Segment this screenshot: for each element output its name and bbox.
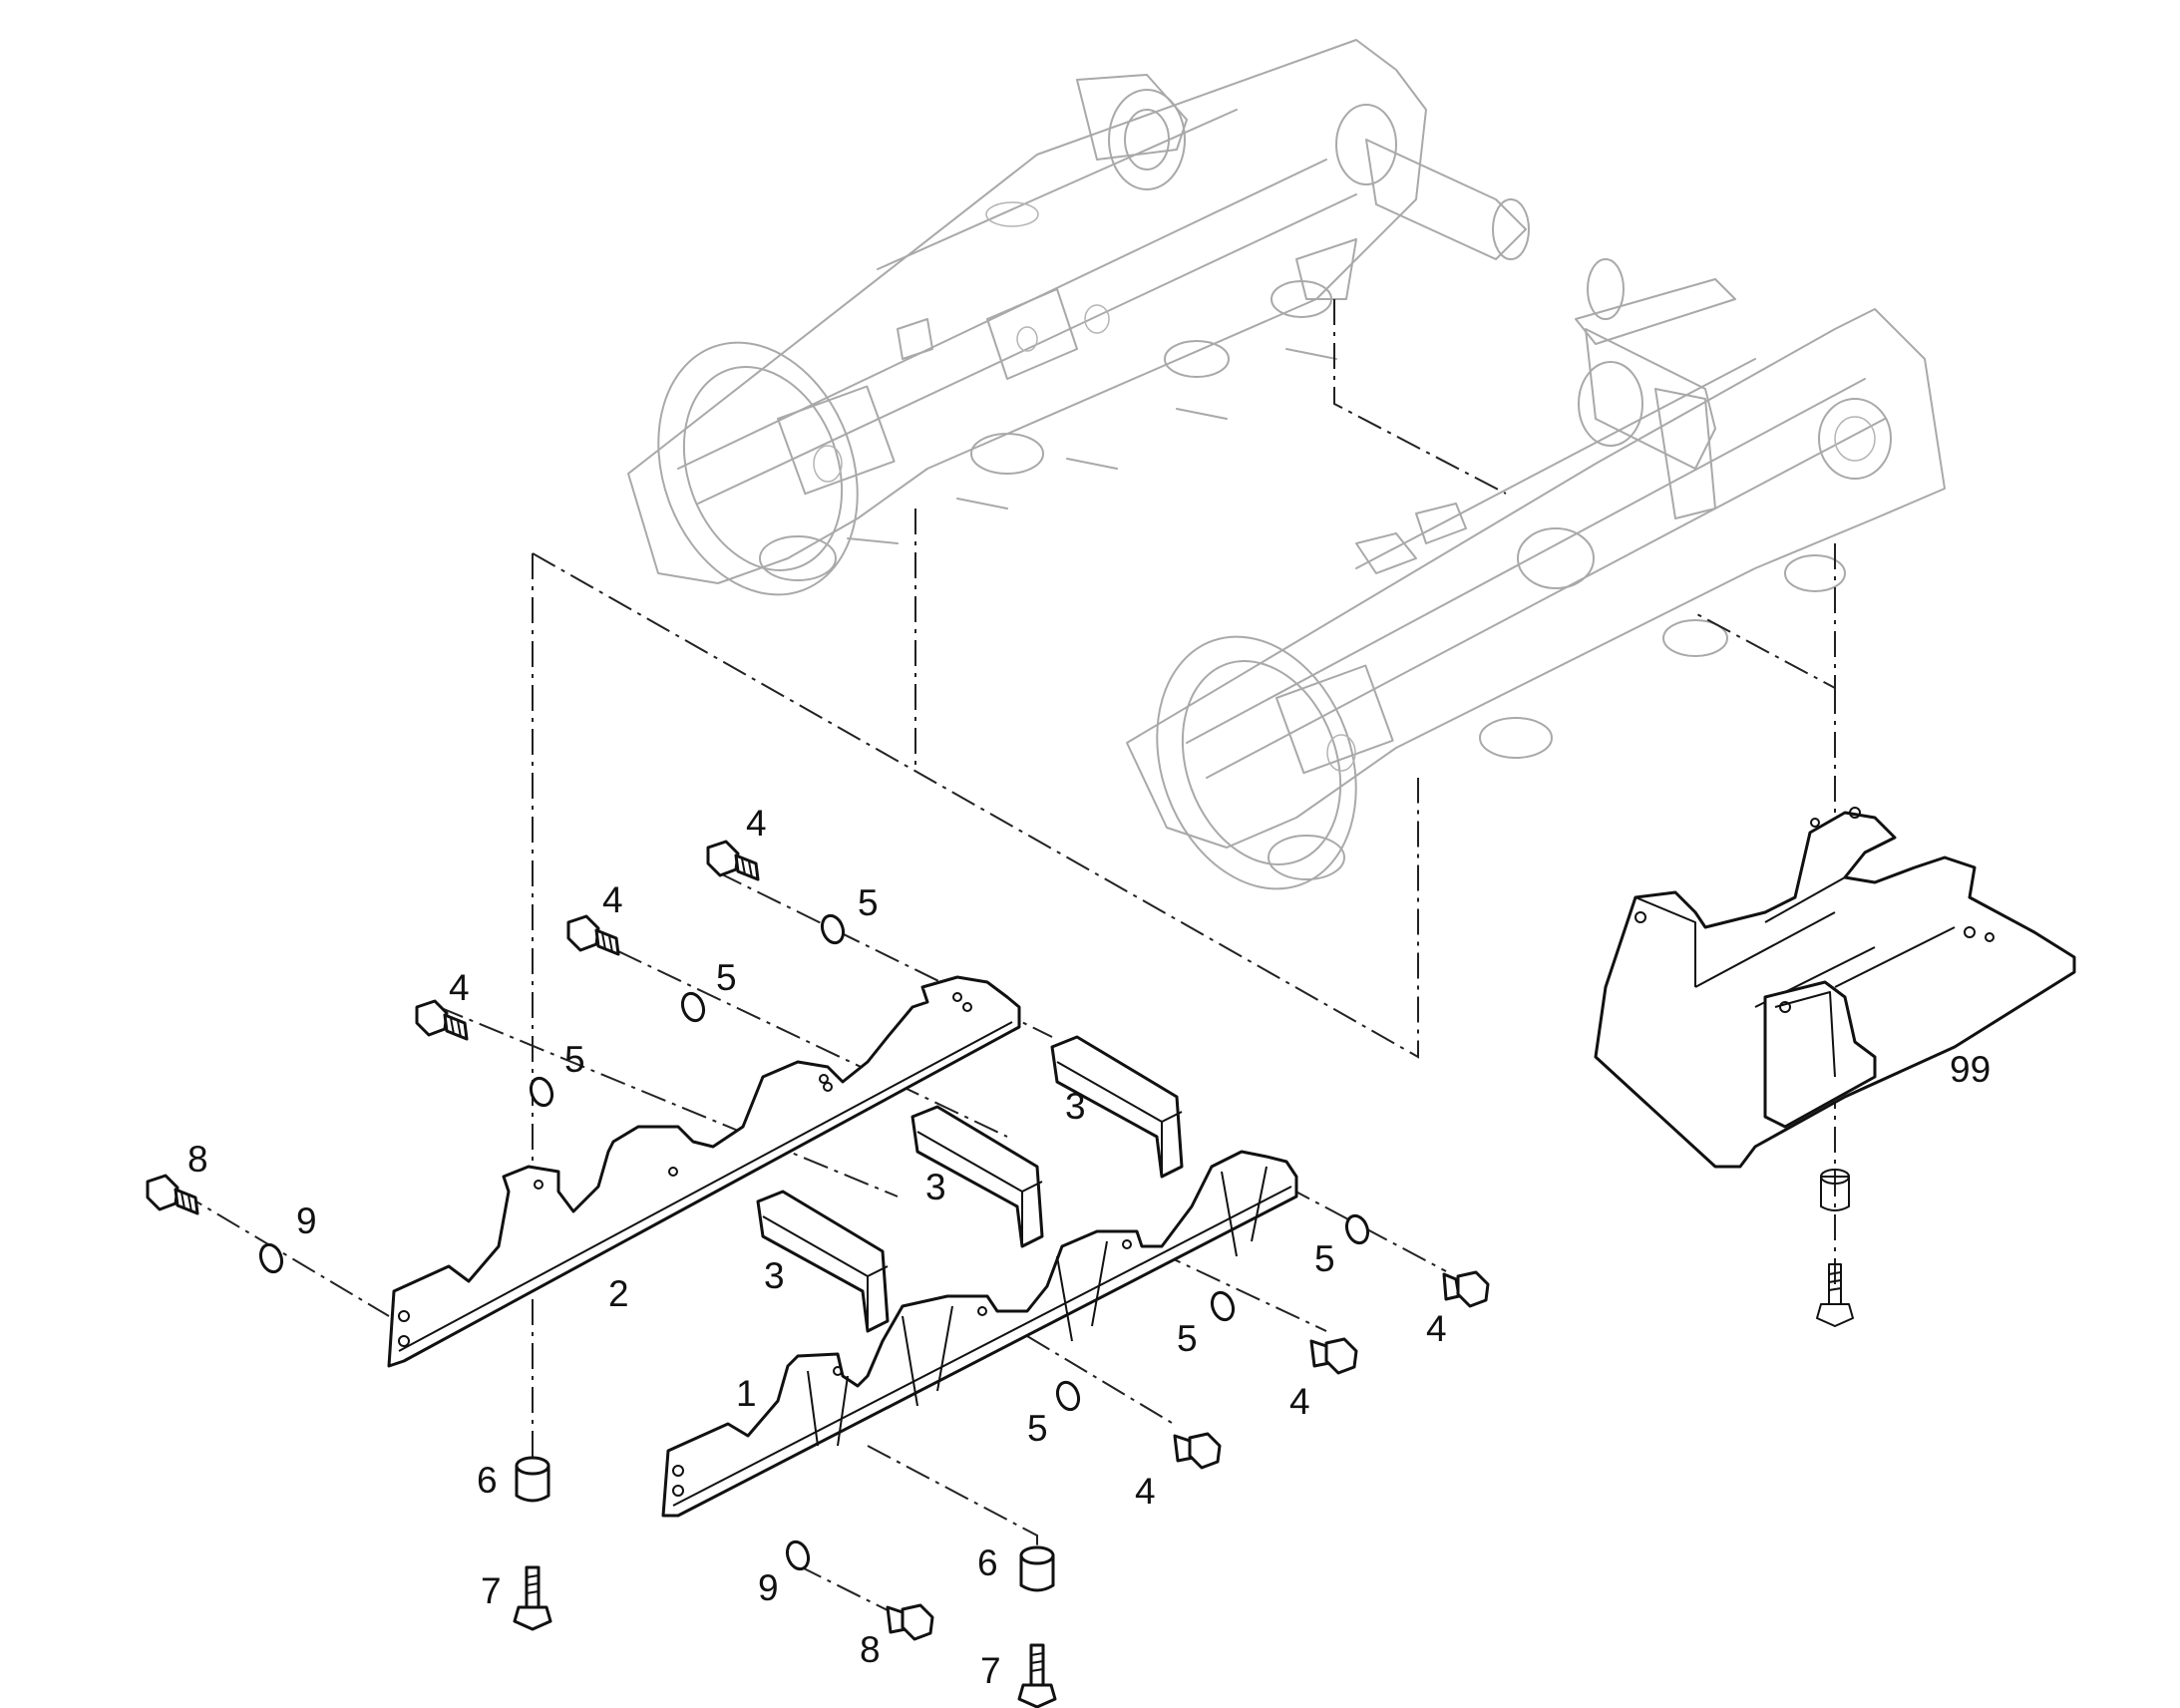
callout-6-right: 6: [977, 1542, 998, 1583]
callout-6-left: 6: [477, 1460, 498, 1501]
bolt-4-right-a: [1442, 1270, 1490, 1308]
callout-4-a: 4: [746, 803, 767, 844]
callout-2: 2: [608, 1273, 629, 1314]
callout-3-right: 3: [1065, 1086, 1086, 1127]
bolt-4-upper-b: [566, 914, 620, 956]
bolt-4-right-b: [1309, 1337, 1358, 1375]
callout-8-bottom: 8: [860, 1629, 881, 1670]
callout-9-left: 9: [296, 1200, 317, 1241]
callout-5-c: 5: [564, 1039, 585, 1080]
bolt-4-upper-c: [415, 999, 469, 1041]
callout-7-right: 7: [980, 1650, 1001, 1691]
bolt-7-left: [513, 1565, 552, 1631]
callout-5-b: 5: [716, 957, 737, 998]
callout-4-d: 4: [1426, 1308, 1447, 1349]
callout-5-a: 5: [858, 882, 879, 923]
part-3-spacer-blocks: [756, 1035, 1184, 1333]
callout-3-mid: 3: [925, 1167, 946, 1207]
callout-4-b: 4: [602, 879, 623, 920]
part-2-guard-rail: [387, 975, 1021, 1368]
bolt-4-right-c: [1173, 1432, 1222, 1470]
callout-5-e: 5: [1177, 1318, 1198, 1359]
callout-7-left: 7: [481, 1570, 502, 1611]
callout-8-left: 8: [187, 1139, 208, 1180]
bolt-99: [1816, 1263, 1854, 1327]
washers: [258, 913, 1370, 1571]
callout-5-d: 5: [1314, 1238, 1335, 1279]
callout-3-left: 3: [764, 1255, 785, 1296]
track-frame-lower: [1126, 258, 1946, 890]
callout-1: 1: [736, 1373, 757, 1414]
alignment-lines: [179, 299, 1836, 1616]
part-1-guard-rail: [661, 1150, 1298, 1518]
callout-5-f: 5: [1027, 1408, 1048, 1449]
track-frame-upper: [627, 39, 1530, 596]
callout-99: 99: [1950, 1049, 1991, 1090]
callout-4-e: 4: [1289, 1381, 1310, 1422]
bolt-8-left: [146, 1174, 199, 1215]
callout-4-c: 4: [449, 967, 470, 1008]
part-99-guard-assembly: [1594, 807, 2076, 1169]
callout-labels: 1 2 3 3 3 4 4 4 4 4 4 5 5 5 5 5 5 6 6 7 …: [187, 803, 1991, 1691]
bolt-7-right: [1017, 1643, 1057, 1708]
bushing-6-right: [1019, 1545, 1055, 1592]
bushing-99: [1820, 1169, 1850, 1211]
bolt-4-upper-a: [706, 840, 760, 881]
callout-4-f: 4: [1135, 1471, 1156, 1512]
bushing-6-left: [515, 1456, 550, 1503]
bolt-8-bottom: [886, 1603, 934, 1641]
callout-9-bottom: 9: [758, 1567, 779, 1608]
